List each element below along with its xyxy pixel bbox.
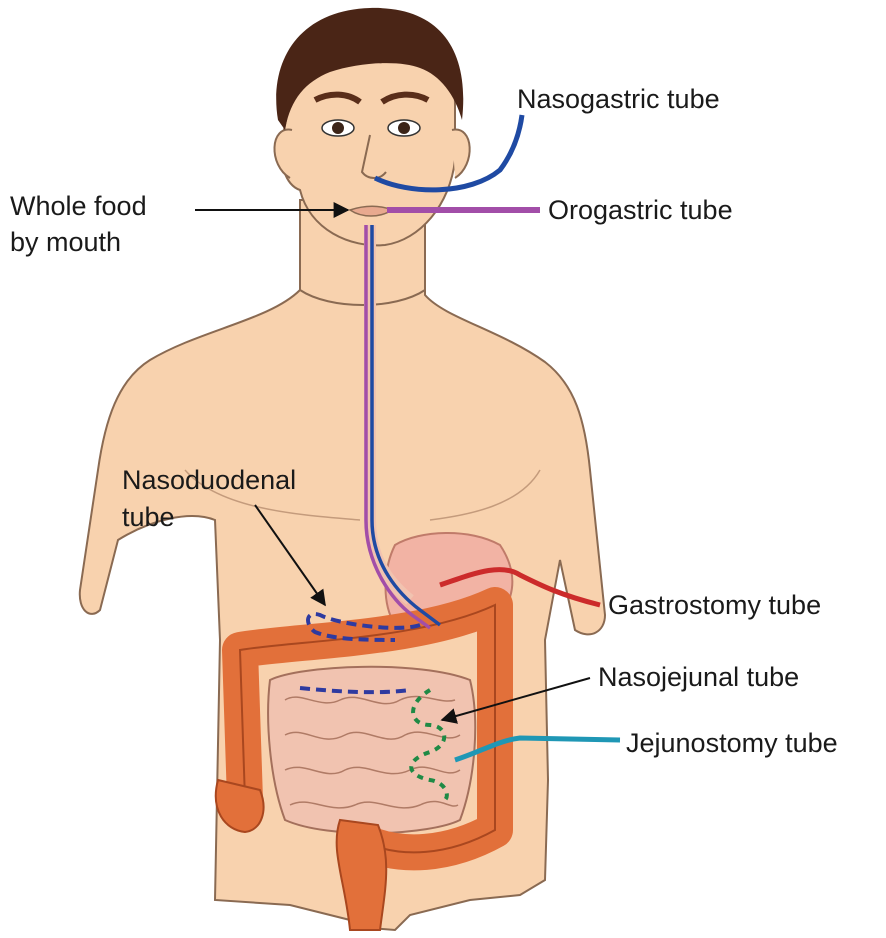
label-nasoduodenal-line2: tube <box>122 502 175 532</box>
ear-right <box>452 130 470 178</box>
label-whole-food-line2: by mouth <box>10 227 121 257</box>
label-orogastric: Orogastric tube <box>548 195 733 225</box>
label-nasojejunal: Nasojejunal tube <box>598 662 799 692</box>
label-jejunostomy: Jejunostomy tube <box>626 728 838 758</box>
ear-left <box>274 130 292 178</box>
label-nasoduodenal-line1: Nasoduodenal <box>122 465 296 495</box>
label-nasogastric: Nasogastric tube <box>517 84 720 114</box>
label-whole-food-line1: Whole food <box>10 191 147 221</box>
label-gastrostomy: Gastrostomy tube <box>608 590 821 620</box>
